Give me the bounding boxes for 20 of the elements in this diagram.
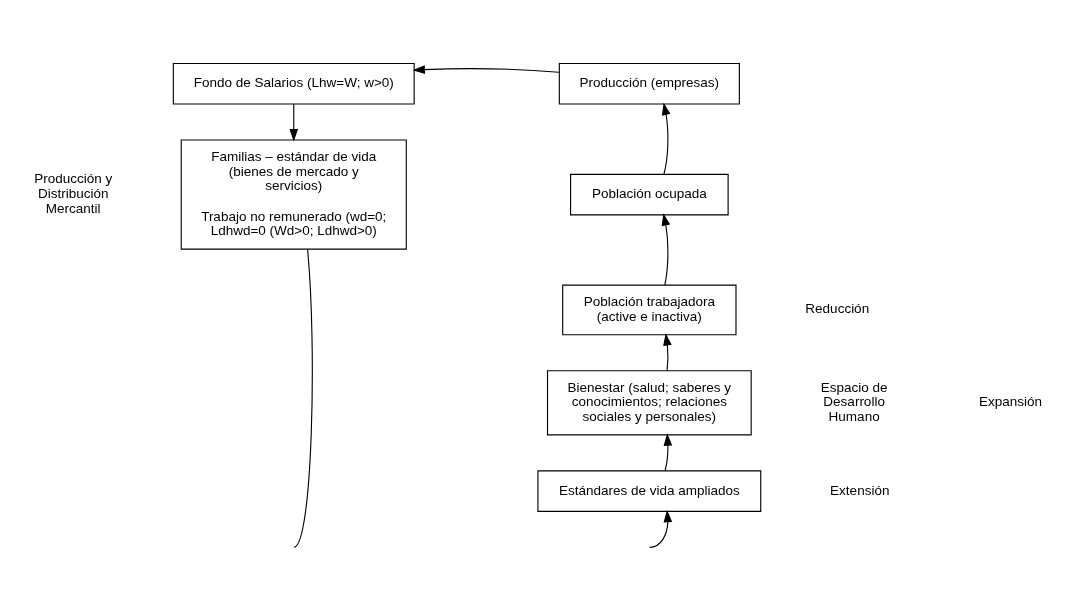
label: Espacio de Desarrollo Humano (820, 379, 888, 424)
arrow (661, 102, 671, 175)
label: Reducción (805, 300, 870, 316)
node-box: Fondo de Salarios (Lhw=W; w>0) (172, 62, 415, 105)
arrow (649, 509, 673, 548)
arrow (412, 64, 560, 74)
arrow (661, 212, 671, 285)
node-box: Producción (empresas) (558, 62, 740, 105)
arrow (663, 332, 672, 371)
node-box: Familias – estándar de vida (bienes de mercado y servicios) Trabajo no remunerado (wd=0; Ldhwd=0 (Wd>0; Ldhwd>0) (180, 138, 407, 250)
label: Extensión (830, 482, 890, 498)
arrow (289, 103, 299, 141)
label: Producción y Distribución Mercantil (34, 170, 113, 216)
label: Expansión (979, 393, 1043, 409)
node-box: Población ocupada (570, 173, 729, 215)
arrow (663, 432, 673, 471)
connector (293, 248, 313, 548)
node-box: Estándares de vida ampliados (537, 469, 762, 512)
node-box: Población trabajadora (active e inactiva) (562, 284, 737, 335)
node-box: Bienestar (salud; saberes y conocimientos; relaciones sociales y personales) (546, 369, 752, 435)
